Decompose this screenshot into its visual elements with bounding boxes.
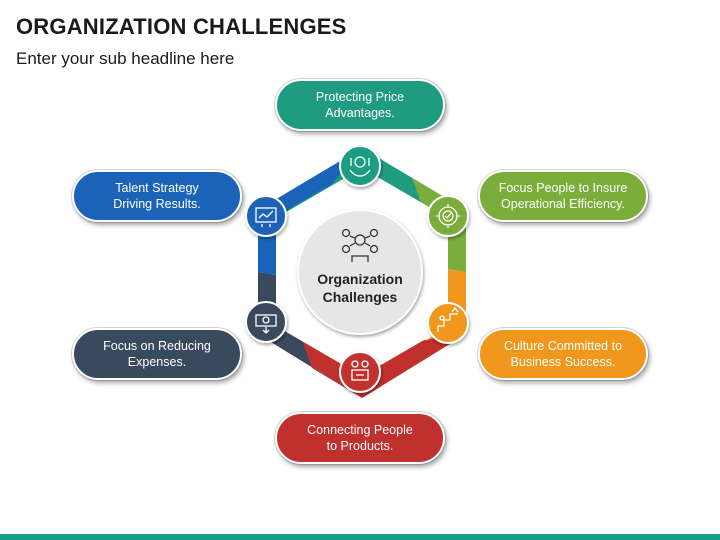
node-teal [339, 145, 381, 187]
item-reducing-expenses: Focus on Reducing Expenses. [71, 327, 243, 381]
center-circle [297, 209, 423, 335]
item-focus-people: Focus People to Insure Operational Effic… [477, 169, 649, 223]
people-products-icon [351, 360, 369, 381]
page-subtitle: Enter your sub headline here [16, 49, 235, 68]
money-hands-icon [349, 156, 371, 177]
bottom-accent-bar [0, 534, 720, 540]
node-red [339, 351, 381, 393]
segment-red [258, 334, 466, 398]
center-label: Organization Challenges [317, 271, 403, 305]
talent-chart-icon [255, 207, 277, 227]
gear-check-icon [436, 204, 460, 228]
success-stairs-icon [437, 306, 459, 332]
item-connecting-people: Connecting People to Products. [274, 411, 446, 465]
reduce-expense-icon [255, 314, 277, 334]
item-culture-committed: Culture Committed to Business Success. [477, 327, 649, 381]
team-network-icon [341, 228, 379, 262]
node-navy [245, 301, 287, 343]
item-talent-strategy: Talent Strategy Driving Results. [71, 169, 243, 223]
page-title: ORGANIZATION CHALLENGES [16, 14, 347, 39]
item-protecting-price: Protecting Price Advantages. [274, 78, 446, 132]
node-orange [427, 302, 469, 344]
